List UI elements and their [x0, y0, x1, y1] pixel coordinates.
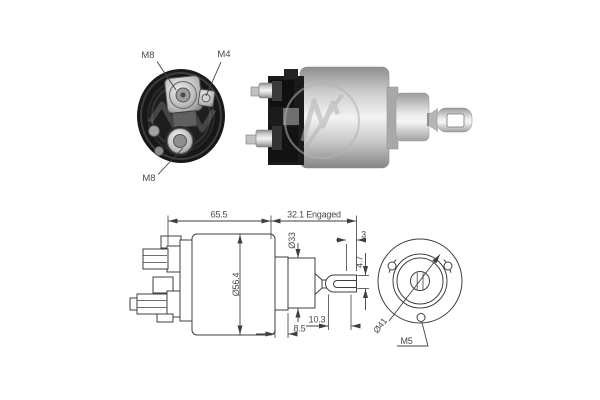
stud-top-nut	[258, 82, 275, 99]
fork-hole	[446, 113, 465, 128]
drawing-front-cylinder	[287, 257, 316, 309]
housing-cylinder	[299, 66, 390, 169]
dim-text-spigot-length: 8.5	[294, 324, 306, 334]
drawing-fork-slot	[333, 280, 357, 288]
label-terminal-top: M8	[141, 50, 154, 61]
leader-terminal-side	[205, 61, 222, 97]
side-view-photo	[245, 66, 473, 169]
dim-text-body-length: 65.5	[211, 210, 228, 220]
drawing-thread-stub	[129, 297, 138, 311]
dim-bolt-circle-line	[388, 254, 441, 322]
terminal-bracket	[171, 110, 198, 129]
terminal-bottom-stud	[173, 134, 187, 148]
terminal-top-center	[180, 92, 186, 98]
dim-text-fork-tip: 3	[361, 230, 366, 240]
drawing-bolt-bottom	[136, 293, 168, 315]
cap-nub	[284, 69, 298, 79]
stud-top-washer	[272, 81, 282, 101]
stud-bottom-washer	[272, 126, 282, 150]
dim-text-fork-depth: 10.3	[309, 315, 326, 325]
drawing-washer-bottom	[166, 290, 182, 318]
drawing-front-flange	[274, 256, 289, 311]
tech-drawing-front: Ø41 M5	[371, 238, 463, 347]
fork-taper	[429, 108, 438, 132]
terminal-side-stud	[201, 93, 211, 103]
rear-washer-left	[148, 125, 160, 137]
extension-lines	[167, 215, 369, 338]
leader-mounting-thread	[397, 321, 429, 347]
dim-text-engaged-length: 32.1 Engaged	[287, 210, 341, 220]
watermark-slash	[303, 93, 344, 150]
label-mounting-thread: M5	[400, 336, 412, 346]
rear-washer-lower-left	[154, 146, 164, 156]
drawing-mid-tab	[152, 276, 174, 294]
leader-terminal-bottom	[157, 147, 184, 175]
front-ring-inner	[396, 257, 444, 305]
tech-drawing-side: 65.5 32.1 Engaged Ø56.4 Ø33 3 4.7 8.5 10…	[129, 210, 369, 338]
mount-hole-bottom	[416, 313, 426, 322]
drawing-bolt-top	[142, 248, 169, 270]
drawing-cone	[314, 272, 323, 296]
stud-bottom-nut	[255, 129, 275, 148]
drawing-rear-plate	[179, 239, 193, 322]
drawing-fork	[325, 274, 357, 293]
front-hub	[410, 271, 430, 291]
dim-text-bolt-circle: Ø41	[371, 316, 389, 335]
dim-text-housing-diameter: Ø56.4	[231, 273, 241, 297]
dim-text-front-diameter: Ø33	[287, 232, 297, 249]
leader-terminal-top	[156, 61, 177, 91]
m-lightning-logo-watermark-icon	[283, 82, 361, 160]
drawing-terminals	[129, 235, 182, 323]
dimension-lines	[168, 218, 369, 337]
label-terminal-bottom: M8	[142, 173, 155, 184]
dim-text-slot-width: 4.7	[355, 256, 365, 268]
watermark-circle	[283, 82, 361, 160]
drawing-washer-top	[166, 245, 182, 273]
front-ring-outer	[392, 253, 448, 309]
mount-hole-left	[387, 261, 397, 271]
nose-cylinder	[395, 92, 430, 142]
mount-hole-right	[443, 261, 453, 271]
rear-view-photo: M8 M4 M8	[137, 49, 231, 184]
drawing-step-small	[156, 313, 174, 323]
label-terminal-side: M4	[217, 49, 230, 60]
